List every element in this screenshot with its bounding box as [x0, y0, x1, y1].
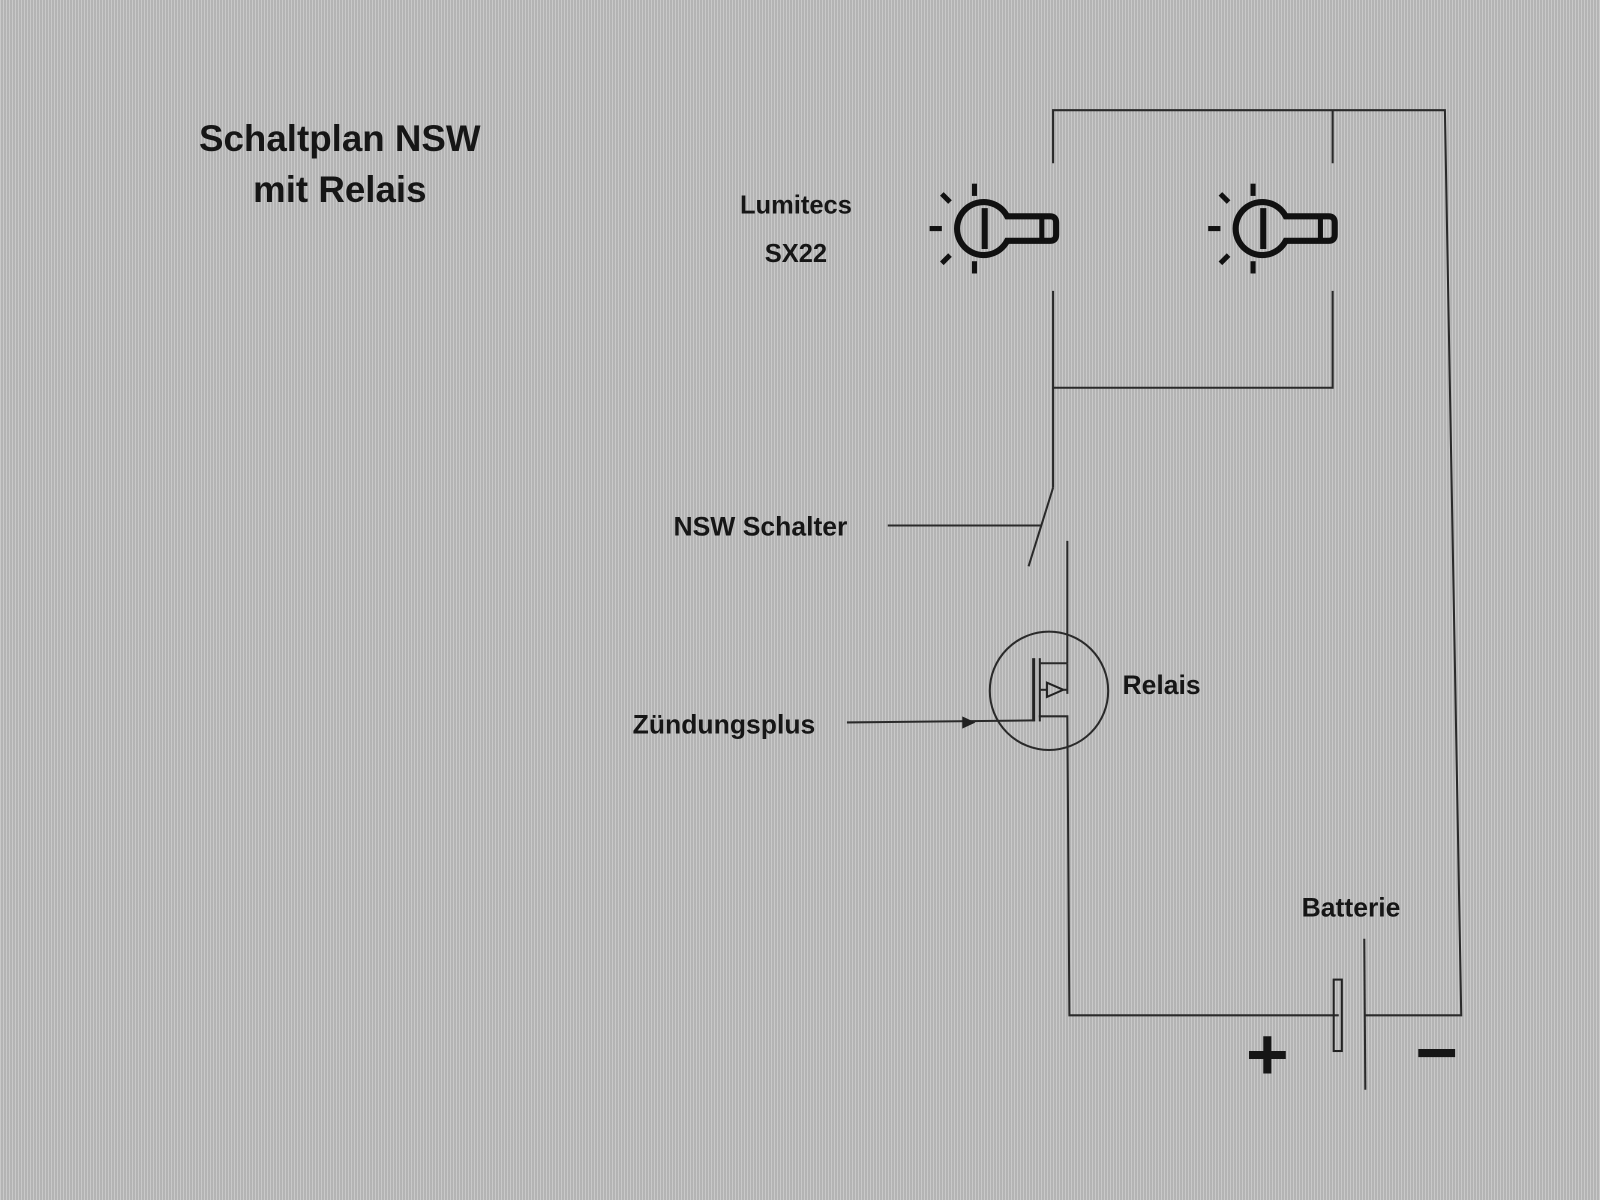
diagram-title-line1: Schaltplan NSW: [199, 118, 481, 159]
lamp-icon: [1208, 184, 1335, 274]
switch-icon: [1027, 487, 1069, 664]
lamp-label-line1: Lumitecs: [740, 191, 852, 219]
relay-label: Relais: [1122, 670, 1200, 700]
ignition-wire: [846, 716, 1034, 729]
battery-minus-sign: −: [1415, 1011, 1458, 1094]
mosfet-relay-icon: [988, 630, 1110, 752]
diagram-title-line2: mit Relais: [253, 169, 426, 210]
switch-label: NSW Schalter: [673, 512, 847, 542]
lamp-icon: [930, 184, 1057, 274]
ignition-label: Zündungsplus: [633, 710, 816, 740]
wiring: [1038, 109, 1463, 1017]
battery-label: Batterie: [1302, 892, 1401, 922]
battery-plus-sign: +: [1246, 1013, 1289, 1096]
lamp-label-line2: SX22: [765, 240, 827, 268]
battery-icon: [1332, 938, 1367, 1090]
